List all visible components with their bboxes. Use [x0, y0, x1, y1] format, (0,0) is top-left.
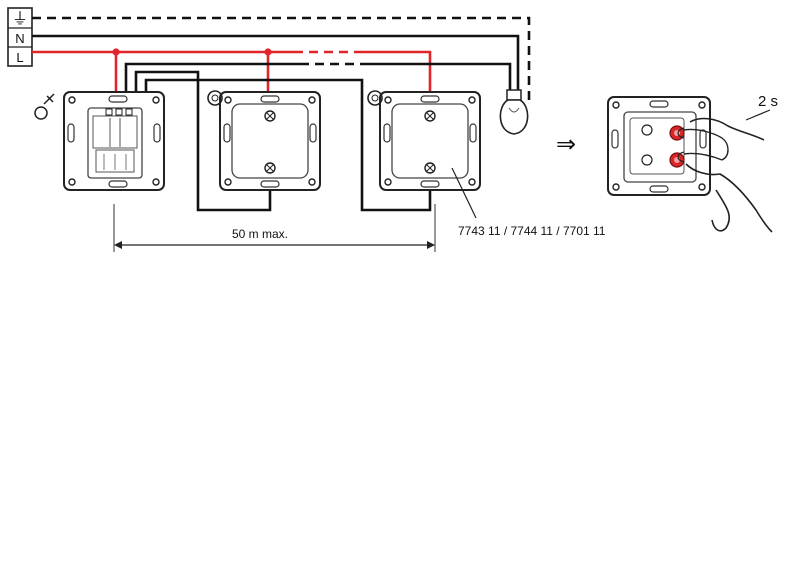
push-button-2 — [379, 91, 481, 191]
push-button-1 — [219, 91, 321, 191]
sensor-symbol-icon — [34, 93, 55, 120]
live-label: L — [16, 50, 23, 65]
mounting-hole — [207, 90, 223, 106]
distance-dimension — [113, 204, 436, 252]
lamp-icon — [499, 89, 529, 135]
neutral-wire — [32, 34, 520, 92]
neutral-label: N — [15, 31, 24, 46]
implies-arrow-icon: ⇒ — [556, 131, 576, 158]
master-module — [63, 91, 165, 191]
hand-icon — [677, 117, 773, 233]
earth-wire — [32, 16, 531, 104]
hold-time-leader — [745, 109, 771, 121]
mounting-hole — [367, 90, 383, 106]
references-label: 7743 11 / 7744 11 / 7701 11 — [458, 224, 606, 238]
press-button-bottom — [669, 152, 685, 168]
reference-leader — [451, 167, 477, 219]
distance-label: 50 m max. — [232, 227, 288, 241]
supply-terminal-box: ⏚ N L — [7, 7, 33, 67]
control-wires — [134, 70, 432, 212]
hold-time-label: 2 s — [758, 93, 778, 110]
configured-module — [607, 96, 711, 196]
earth-icon: ⏚ — [12, 10, 28, 28]
